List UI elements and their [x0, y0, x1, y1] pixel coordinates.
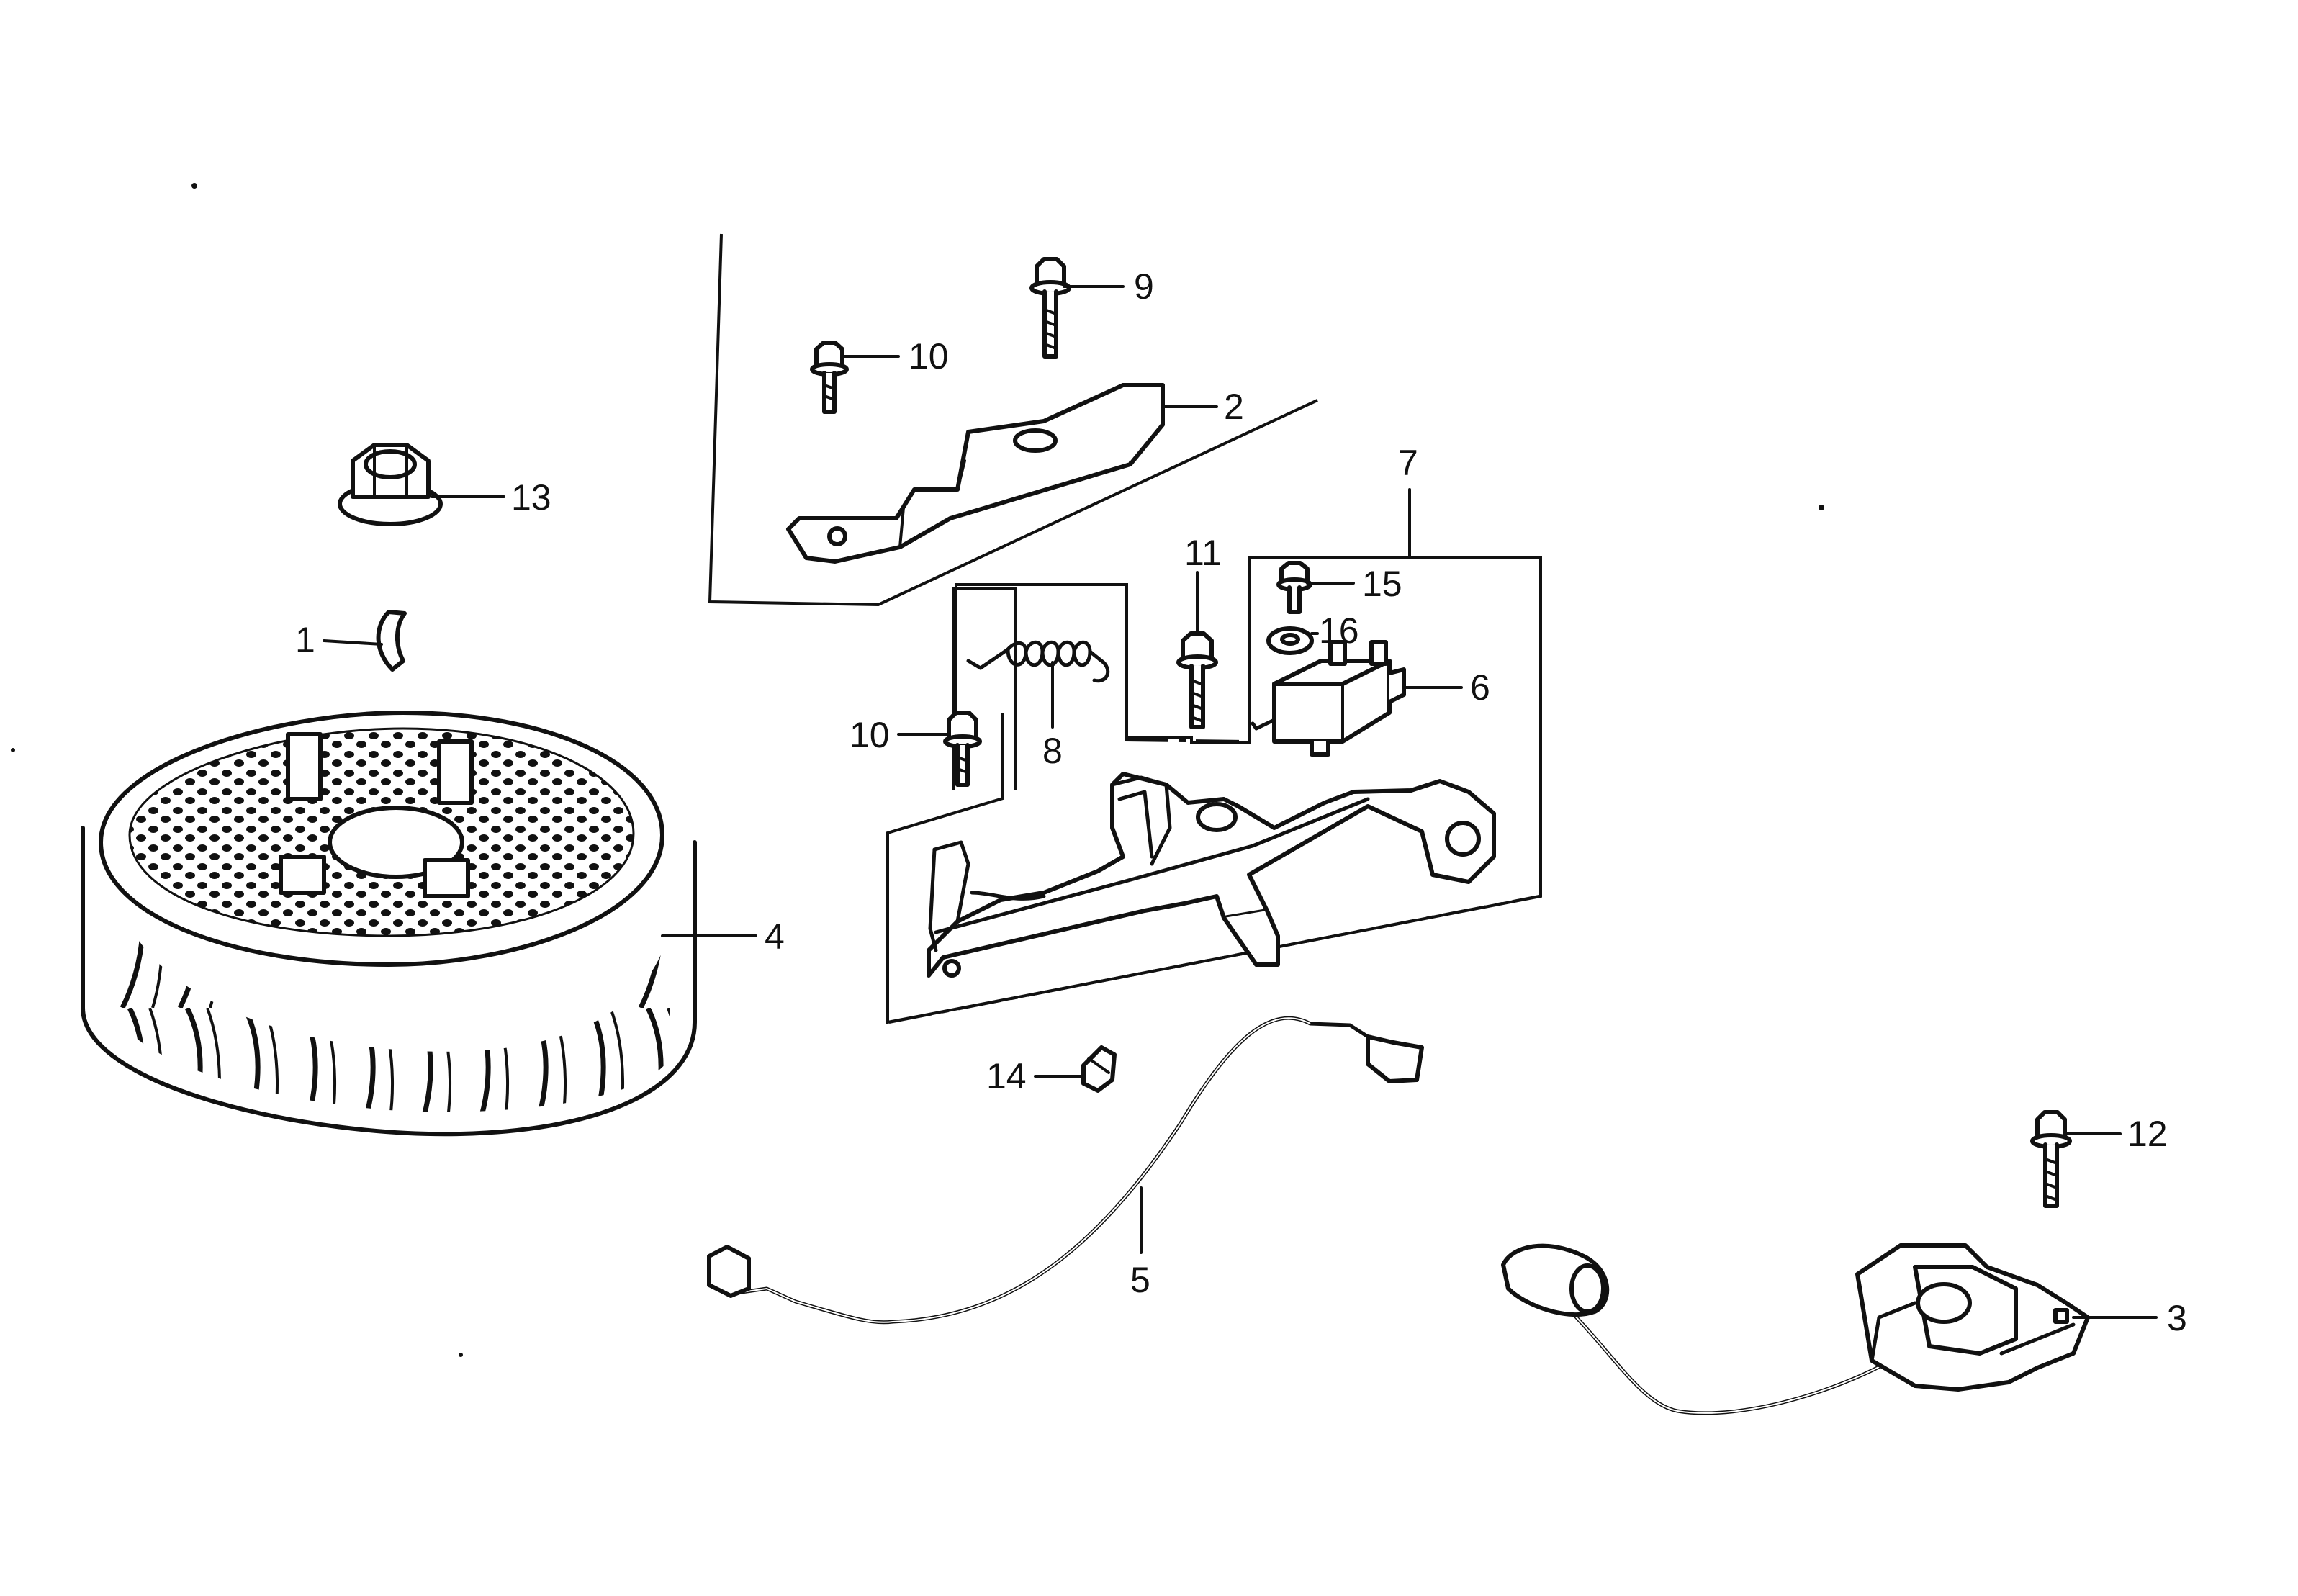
bolt-icon: [1176, 631, 1218, 729]
leader-lines: [323, 285, 2158, 1319]
flywheel-icon: [81, 711, 697, 1137]
callout-12: 12: [2127, 1114, 2168, 1154]
flange-nut-icon: [338, 443, 443, 526]
ignition-coil-icon: [1501, 1243, 2090, 1415]
switch-icon: [1251, 640, 1406, 757]
callout-4: 4: [765, 916, 785, 957]
bolt-icon: [943, 711, 982, 787]
brake-arm-assembly-icon: [927, 772, 1496, 978]
assembly-7-frame: [886, 556, 1542, 1024]
washer-icon: [1266, 626, 1314, 655]
spring-icon: [966, 640, 1110, 683]
callout-8: 8: [1042, 731, 1063, 771]
bolt-icon: [810, 341, 849, 414]
callout-11: 11: [1184, 533, 1222, 573]
callout-6: 6: [1470, 667, 1490, 708]
callout-5: 5: [1130, 1260, 1150, 1300]
scan-specks: [11, 183, 1824, 1357]
screw-icon: [1276, 561, 1312, 614]
callout-15: 15: [1362, 564, 1402, 604]
brake-shoe-icon: [786, 383, 1165, 564]
callout-2: 2: [1224, 387, 1244, 427]
callout-7: 7: [1398, 443, 1418, 483]
callout-10-middle: 10: [850, 715, 890, 755]
callout-13: 13: [511, 477, 551, 518]
assembly-7-frame-dashes: [888, 556, 1540, 1024]
callout-3: 3: [2167, 1298, 2187, 1338]
brake-shoe-group-frame: [708, 233, 1318, 607]
spring-group-frame: [952, 587, 1017, 790]
wire-lead-icon: [707, 1016, 1424, 1325]
callout-16: 16: [1319, 610, 1359, 651]
callout-labels: 9 10 2 13 7 11 15 1 16 6 10 8 4 14 12 5 …: [295, 266, 2187, 1338]
bolt-icon: [2030, 1110, 2072, 1208]
wire-clip-icon: [1081, 1045, 1117, 1093]
callout-1: 1: [295, 620, 315, 660]
woodruff-key-icon: [376, 610, 407, 672]
bolt-icon: [1029, 257, 1071, 359]
callout-9: 9: [1134, 266, 1154, 307]
callout-14: 14: [986, 1056, 1027, 1096]
callout-10-upper: 10: [909, 336, 949, 377]
